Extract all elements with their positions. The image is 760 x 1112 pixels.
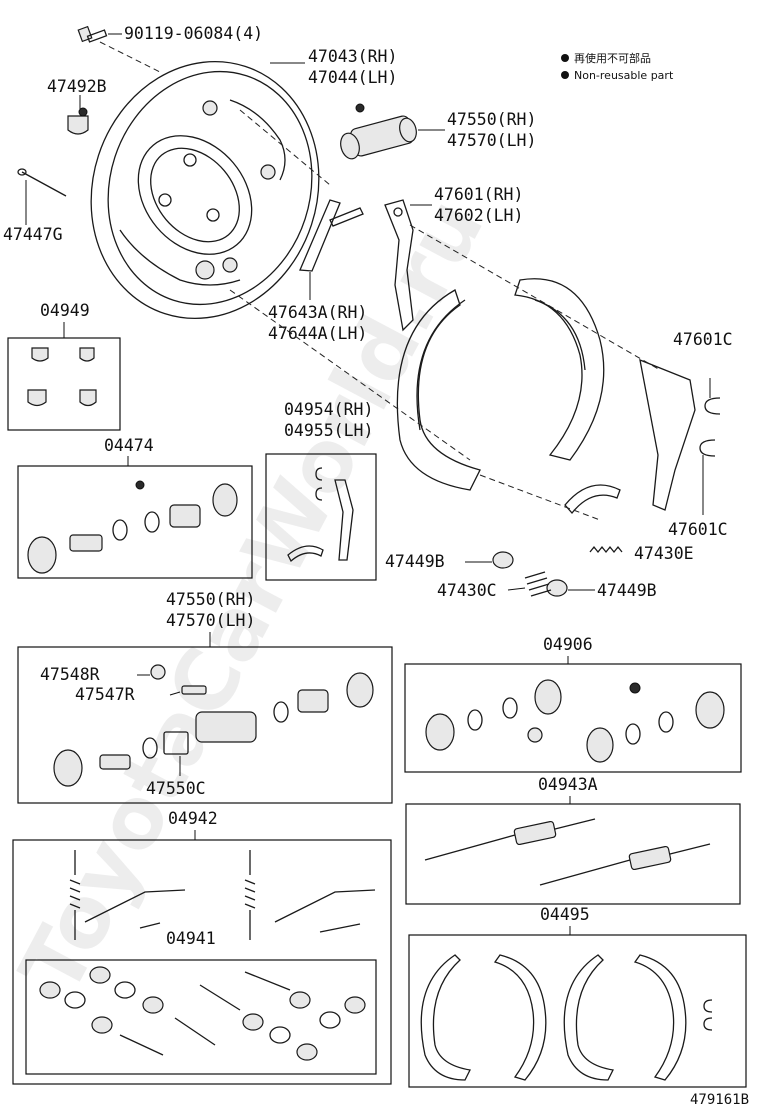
- non-reusable-dot-icon: [561, 54, 569, 62]
- adjusting-lever-icon: [384, 199, 414, 332]
- spring-set-icon: [69, 850, 376, 940]
- label-cup-b-upper: 47449B: [385, 552, 445, 571]
- label-lever-lh: 47602(LH): [434, 206, 523, 225]
- label-kit-04943a: 04943A: [538, 775, 598, 794]
- label-cup-b-lower: 47449B: [597, 581, 657, 600]
- wheel-cylinder-icon: [340, 103, 417, 160]
- legend-japanese: 再使用不可部品: [574, 51, 651, 65]
- plug-set-icon: [27, 347, 97, 407]
- wheel-cylinder-kit-icon: [27, 480, 238, 574]
- compression-spring-icon: [524, 571, 552, 597]
- label-parking-lever-rh: 47643A(RH): [268, 303, 367, 322]
- label-wheel-cyl-lh: 47570(LH): [447, 131, 536, 150]
- label-cyl-spring: 47550C: [146, 779, 206, 798]
- return-spring-icon: [589, 545, 623, 554]
- label-backing-plate-rh: 47043(RH): [308, 47, 397, 66]
- label-bleeder-plug: 47547R: [75, 685, 135, 704]
- label-box-wheel-cyl-rh: 47550(RH): [166, 590, 255, 609]
- cylinder-repair-kit-icon: [425, 679, 725, 763]
- kit-04949-box: [7, 337, 121, 431]
- label-backing-plate-lh: 47044(LH): [308, 68, 397, 87]
- label-kit-04949: 04949: [40, 301, 90, 320]
- label-kit-04955-lh: 04955(LH): [284, 421, 373, 440]
- label-plug: 47492B: [47, 77, 107, 96]
- kit-04474-box: [17, 465, 253, 579]
- label-kit-04941: 04941: [166, 929, 216, 948]
- shoe-strut: [564, 484, 621, 515]
- parking-brake-lever-icon: [299, 199, 364, 272]
- kit-04906-box: [404, 663, 742, 773]
- wheel-cylinder-exploded-icon: [53, 664, 374, 787]
- kit-04941-box: [25, 959, 377, 1075]
- backing-plate: [90, 60, 320, 320]
- label-spring-c: 47430C: [437, 581, 497, 600]
- label-lever-rh: 47601(RH): [434, 185, 523, 204]
- hold-down-pin-icon: [17, 168, 67, 197]
- label-parking-lever-lh: 47644A(LH): [268, 324, 367, 343]
- label-kit-04942: 04942: [168, 809, 218, 828]
- rear-adjuster-lever: [639, 358, 696, 511]
- label-wheel-cyl-rh: 47550(RH): [447, 110, 536, 129]
- c-clip-icon: [699, 397, 721, 457]
- spring-cup-icon: [492, 551, 568, 597]
- hold-down-kit-icon: [39, 966, 366, 1061]
- kit-04954-box: [265, 453, 377, 581]
- brake-shoe-rear: [514, 278, 605, 461]
- kit-04943a-box: [405, 803, 741, 905]
- label-kit-04474: 04474: [104, 436, 154, 455]
- label-hold-pin: 47447G: [3, 225, 63, 244]
- adjuster-assembly-icon: [424, 818, 711, 886]
- wheel-cylinder-box: [17, 646, 393, 804]
- label-bolt: 90119-06084(4): [124, 24, 263, 43]
- label-kit-04954-rh: 04954(RH): [284, 400, 373, 419]
- bolt-icon: [77, 25, 108, 43]
- legend: 再使用不可部品 Non-reusable part: [561, 51, 674, 82]
- parking-lever-kit-icon: [287, 467, 354, 563]
- kit-04495-box: [408, 934, 747, 1088]
- label-clip-top: 47601C: [673, 330, 733, 349]
- non-reusable-dot-icon: [561, 71, 569, 79]
- label-spring-e: 47430E: [634, 544, 694, 563]
- figure-number: 479161B: [690, 1092, 749, 1108]
- label-clip-bottom: 47601C: [668, 520, 728, 539]
- plug-icon: [67, 107, 89, 135]
- label-box-wheel-cyl-lh: 47570(LH): [166, 611, 255, 630]
- label-kit-04906: 04906: [543, 635, 593, 654]
- legend-english: Non-reusable part: [574, 69, 674, 82]
- label-bleeder-cap: 47548R: [40, 665, 100, 684]
- label-kit-04495: 04495: [540, 905, 590, 924]
- kit-04942-box: [12, 839, 392, 1085]
- brake-shoe-front: [396, 289, 481, 491]
- brake-shoe-kit-icon: [420, 954, 713, 1081]
